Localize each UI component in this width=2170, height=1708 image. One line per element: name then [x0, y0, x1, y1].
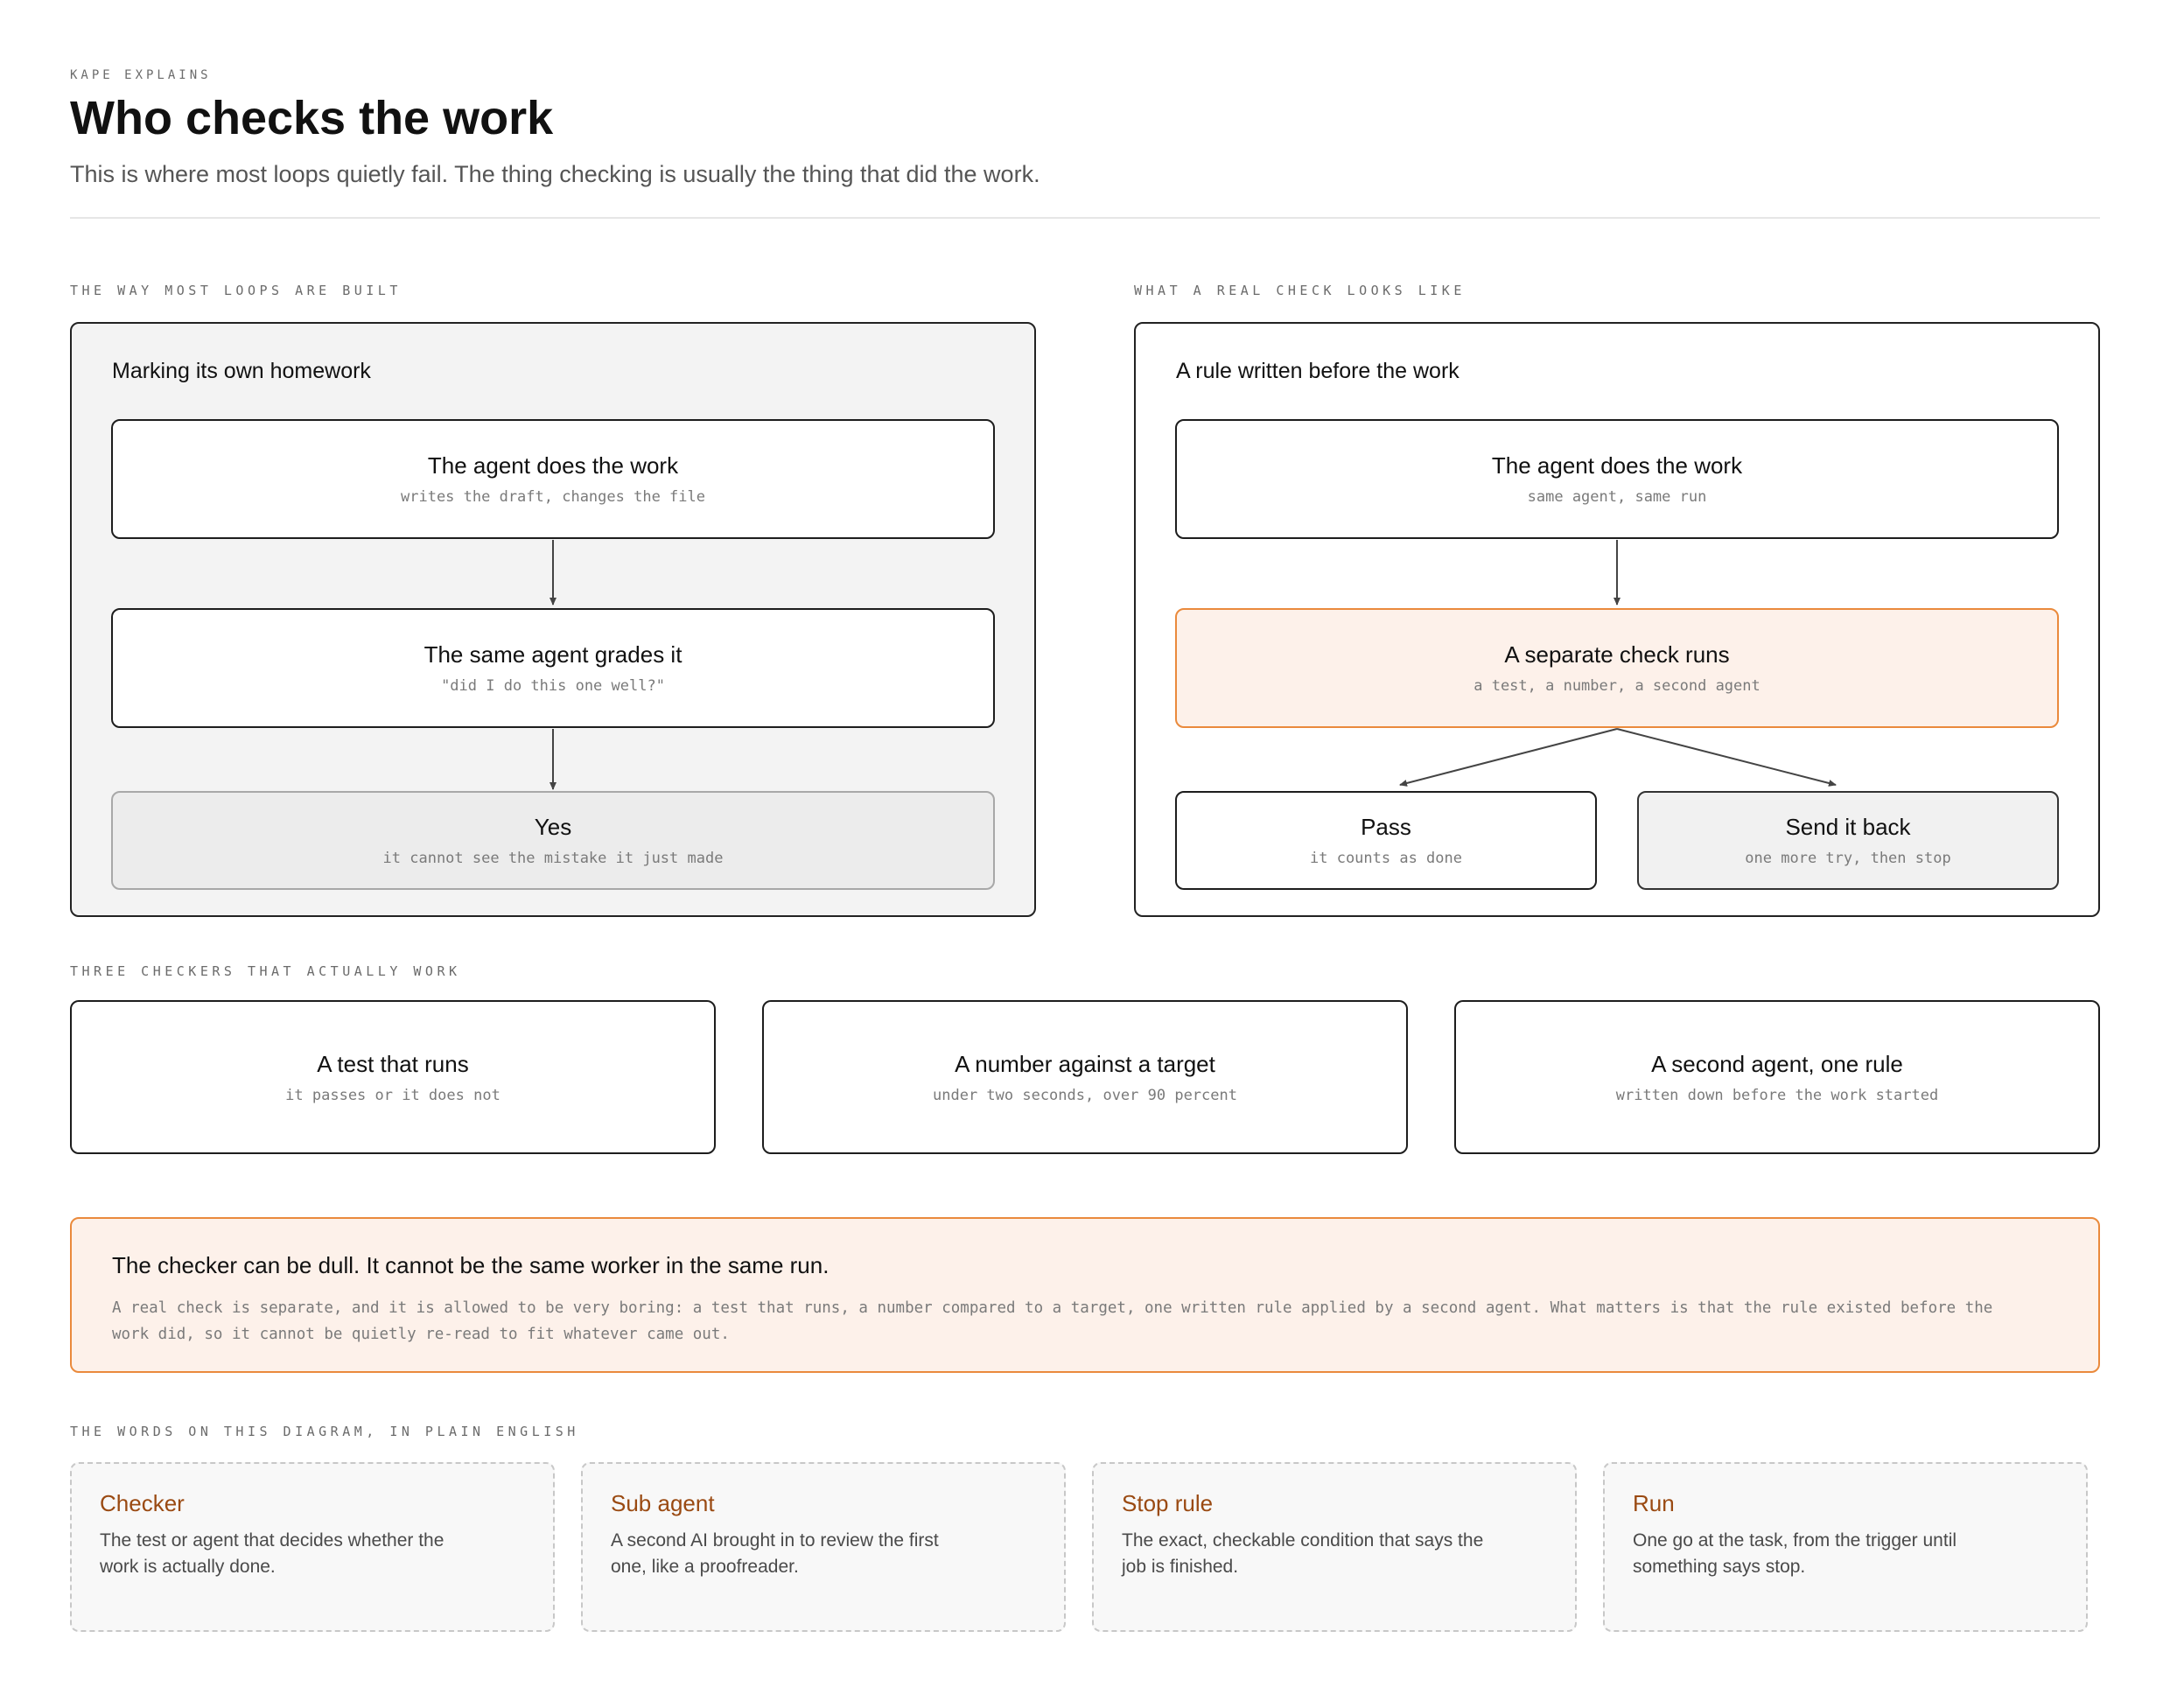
glossary-term: Checker: [100, 1490, 185, 1516]
node-title: A separate check runs: [1504, 641, 1730, 668]
glossary-card-run: Run One go at the task, from the trigger…: [1603, 1462, 2088, 1632]
node-title: The agent does the work: [427, 452, 679, 479]
node-title: Pass: [1361, 814, 1411, 840]
page-title: Who checks the work: [70, 92, 554, 144]
panel-title: Marking its own homework: [112, 359, 371, 383]
callout-title: The checker can be dull. It cannot be th…: [112, 1252, 830, 1278]
checker-card-second-agent: A second agent, one rule written down be…: [1454, 1000, 2100, 1154]
glossary-card-checker: Checker The test or agent that decides w…: [70, 1462, 555, 1632]
key-point-callout: The checker can be dull. It cannot be th…: [70, 1217, 2100, 1373]
node-subtitle: it cannot see the mistake it just made: [382, 850, 724, 867]
glossary-definition: One go at the task, from the trigger unt…: [1633, 1530, 1957, 1577]
node-subtitle: "did I do this one well?": [441, 677, 665, 695]
header-eyebrow: KAPE EXPLAINS: [70, 68, 212, 82]
glossary-term: Stop rule: [1122, 1490, 1214, 1516]
left-node-yes: Yes it cannot see the mistake it just ma…: [111, 791, 995, 890]
right-node-pass: Pass it counts as done: [1175, 791, 1597, 890]
glossary-term: Sub agent: [611, 1490, 715, 1516]
node-subtitle: same agent, same run: [1527, 488, 1707, 506]
checker-title: A number against a target: [955, 1050, 1215, 1077]
checker-subtitle: written down before the work started: [1615, 1086, 1939, 1104]
glossary-card-sub-agent: Sub agent A second AI brought in to revi…: [581, 1462, 1066, 1632]
glossary-definition: The exact, checkable condition that says…: [1122, 1530, 1484, 1577]
node-subtitle: a test, a number, a second agent: [1474, 677, 1760, 695]
node-subtitle: writes the draft, changes the file: [401, 488, 705, 506]
glossary-section-label: THE WORDS ON THIS DIAGRAM, IN PLAIN ENGL…: [70, 1424, 579, 1439]
checker-card-test: A test that runs it passes or it does no…: [70, 1000, 716, 1154]
right-section-label: WHAT A REAL CHECK LOOKS LIKE: [1134, 283, 1466, 298]
glossary-definition: A second AI brought in to review the fir…: [611, 1530, 939, 1577]
callout-body: A real check is separate, and it is allo…: [112, 1299, 1993, 1343]
page-subtitle: This is where most loops quietly fail. T…: [70, 161, 1040, 187]
right-node-agent-work: The agent does the work same agent, same…: [1175, 419, 2059, 539]
header-divider: [70, 217, 2100, 219]
right-node-send-back: Send it back one more try, then stop: [1637, 791, 2059, 890]
node-title: The agent does the work: [1491, 452, 1743, 479]
left-node-agent-work: The agent does the work writes the draft…: [111, 419, 995, 539]
left-node-same-agent-grades: The same agent grades it "did I do this …: [111, 608, 995, 728]
glossary-card-stop-rule: Stop rule The exact, checkable condition…: [1092, 1462, 1577, 1632]
checker-card-number: A number against a target under two seco…: [762, 1000, 1408, 1154]
node-subtitle: one more try, then stop: [1745, 850, 1951, 867]
glossary-definition: The test or agent that decides whether t…: [100, 1530, 444, 1577]
checker-subtitle: under two seconds, over 90 percent: [933, 1086, 1237, 1104]
checker-subtitle: it passes or it does not: [285, 1086, 500, 1104]
checker-title: A second agent, one rule: [1651, 1050, 1903, 1077]
node-subtitle: it counts as done: [1310, 850, 1462, 867]
left-section-label: THE WAY MOST LOOPS ARE BUILT: [70, 283, 402, 298]
node-title: Send it back: [1785, 814, 1911, 840]
panel-title: A rule written before the work: [1176, 359, 1460, 383]
right-node-separate-check: A separate check runs a test, a number, …: [1175, 608, 2059, 728]
glossary-term: Run: [1633, 1490, 1675, 1516]
node-title: Yes: [534, 814, 572, 840]
checkers-section-label: THREE CHECKERS THAT ACTUALLY WORK: [70, 963, 461, 979]
node-title: The same agent grades it: [424, 641, 682, 668]
checker-title: A test that runs: [317, 1050, 469, 1077]
